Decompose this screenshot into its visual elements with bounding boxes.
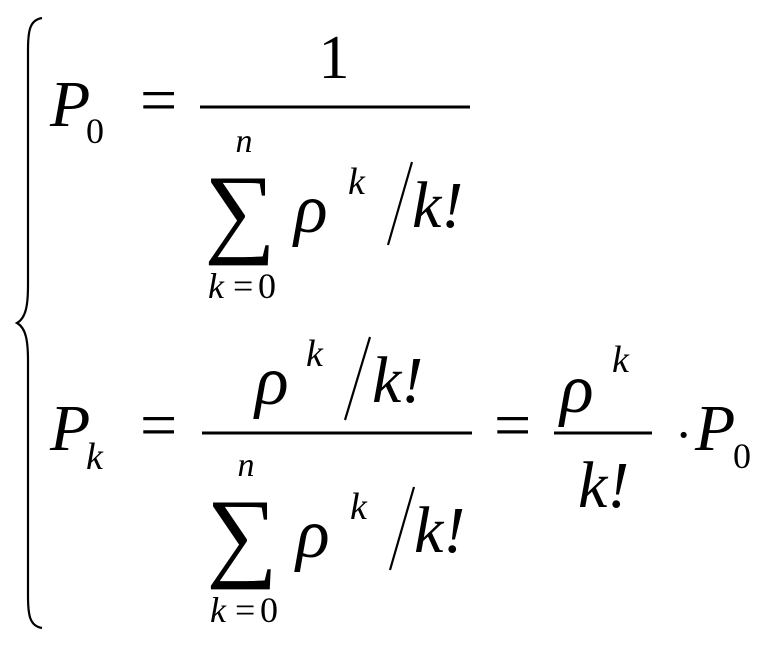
k-factorial: k! — [372, 344, 423, 417]
rho-exponent: k — [350, 486, 368, 528]
sum-lower-equals: = — [235, 590, 255, 630]
multiply-dot: · — [675, 407, 692, 464]
rho-exponent: k — [306, 333, 324, 375]
sum-lower-start: 0 — [260, 590, 278, 630]
equation-line-1: P 0 = 1 n ∑ k = 0 ρ k k! — [49, 24, 470, 306]
rho-symbol: ρ — [253, 343, 289, 420]
rho-exponent: k — [612, 339, 630, 381]
sum-lower-var: k — [208, 266, 225, 306]
equals-sign: = — [140, 389, 177, 462]
second-equals-sign: = — [494, 389, 531, 462]
pk-subscript: k — [86, 436, 104, 478]
k-factorial: k! — [578, 449, 629, 522]
p0-subscript: 0 — [733, 436, 751, 476]
pk-symbol: P — [49, 392, 90, 465]
sigma-symbol: ∑ — [206, 479, 277, 590]
rho-symbol: ρ — [558, 351, 594, 428]
sum-lower-equals: = — [233, 266, 253, 306]
fraction-numerator: 1 — [319, 24, 350, 92]
sum-upper-limit: n — [236, 123, 253, 160]
p0-subscript: 0 — [86, 111, 104, 151]
division-slash — [386, 161, 414, 246]
sum-denominator: n ∑ k = 0 ρ k k! — [204, 123, 463, 306]
division-slash — [388, 486, 416, 571]
equation-line-2: P k = ρ k k! n ∑ k = 0 ρ k k! = ρ k — [49, 333, 751, 630]
k-factorial: k! — [412, 169, 463, 242]
p0-symbol: P — [49, 68, 90, 141]
left-brace — [14, 16, 43, 630]
rho-symbol: ρ — [292, 171, 328, 248]
rho-exponent: k — [348, 161, 366, 203]
sum-lower-start: 0 — [258, 266, 276, 306]
sum-denominator: n ∑ k = 0 ρ k k! — [206, 447, 465, 630]
division-slash — [343, 336, 372, 421]
fraction-numerator: ρ k k! — [253, 333, 423, 421]
rho-symbol: ρ — [294, 496, 330, 573]
p0-symbol: P — [694, 392, 735, 465]
equals-sign: = — [140, 64, 177, 137]
sigma-symbol: ∑ — [204, 155, 275, 266]
sum-upper-limit: n — [238, 447, 255, 484]
k-factorial: k! — [414, 494, 465, 567]
second-fraction: ρ k k! — [554, 339, 652, 522]
sum-lower-var: k — [210, 590, 227, 630]
